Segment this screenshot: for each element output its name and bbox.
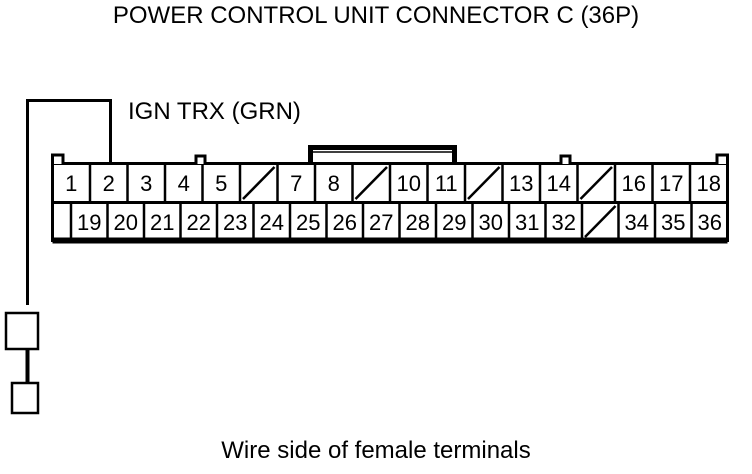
pin-cell-top-16: 16 <box>621 171 646 196</box>
pin-cell-top-11: 11 <box>434 171 458 196</box>
pin-cell-top-7: 7 <box>290 171 303 196</box>
pin-cell-bottom-21: 21 <box>150 210 175 235</box>
callout-leader-line <box>26 99 112 305</box>
pin-cell-top-8: 8 <box>327 171 340 196</box>
pin-cell-top-12 <box>465 170 503 198</box>
pin-cell-bottom-29: 29 <box>442 210 467 235</box>
pin-cell-bottom-34: 34 <box>624 210 649 235</box>
pin-cell-top-2: 2 <box>102 171 115 196</box>
top-row-blank-diagonals <box>242 166 613 200</box>
pin-cell-top-13: 13 <box>509 171 534 196</box>
bottom-row-blank-diagonals <box>584 205 617 238</box>
pin-cell-bottom-35: 35 <box>661 210 686 235</box>
callout-label: IGN TRX (GRN) <box>128 98 301 125</box>
pin-cell-bottom-36: 36 <box>697 210 722 235</box>
pin-cell-bottom-19: 19 <box>77 210 102 235</box>
pin-cell-bottom-32: 32 <box>551 210 576 235</box>
pin-cell-bottom-27: 27 <box>369 210 394 235</box>
pin-cell-top-18: 18 <box>696 171 721 196</box>
pin-cell-top-4: 4 <box>177 171 190 196</box>
pin-cell-bottom-31: 31 <box>515 210 540 235</box>
pin-cell-bottom-24: 24 <box>259 210 284 235</box>
pin-cell-bottom-30: 30 <box>478 210 503 235</box>
pin-cell-top-1: 1 <box>65 171 78 196</box>
connector-latch-bracket <box>308 145 457 165</box>
pin-cell-top-6 <box>240 170 278 198</box>
pin-cell-bottom-26: 26 <box>332 210 357 235</box>
pin-cell-bottom-22: 22 <box>186 210 211 235</box>
pin-cell-bottom-33 <box>582 209 619 237</box>
pin-cell-top-10: 10 <box>396 171 421 196</box>
pin-cell-top-14: 14 <box>546 171 571 196</box>
page-title: POWER CONTROL UNIT CONNECTOR C (36P) <box>112 2 640 29</box>
terminal-symbol-small <box>10 381 40 415</box>
pin-cell-top-3: 3 <box>140 171 153 196</box>
pin-cell-bottom-23: 23 <box>223 210 248 235</box>
top-row-dividers <box>52 164 728 204</box>
pin-cell-top-17: 17 <box>659 171 684 196</box>
pin-cell-bottom-28: 28 <box>405 210 430 235</box>
terminal-symbol-large <box>4 311 40 351</box>
pin-cell-top-5: 5 <box>215 171 228 196</box>
pin-cell-bottom-20: 20 <box>113 210 138 235</box>
pin-cell-top-15 <box>578 170 616 198</box>
pin-cell-bottom-25: 25 <box>296 210 321 235</box>
diagram-caption: Wire side of female terminals <box>221 437 531 464</box>
pin-cell-top-9 <box>353 170 391 198</box>
bottom-row-dividers <box>69 203 693 240</box>
